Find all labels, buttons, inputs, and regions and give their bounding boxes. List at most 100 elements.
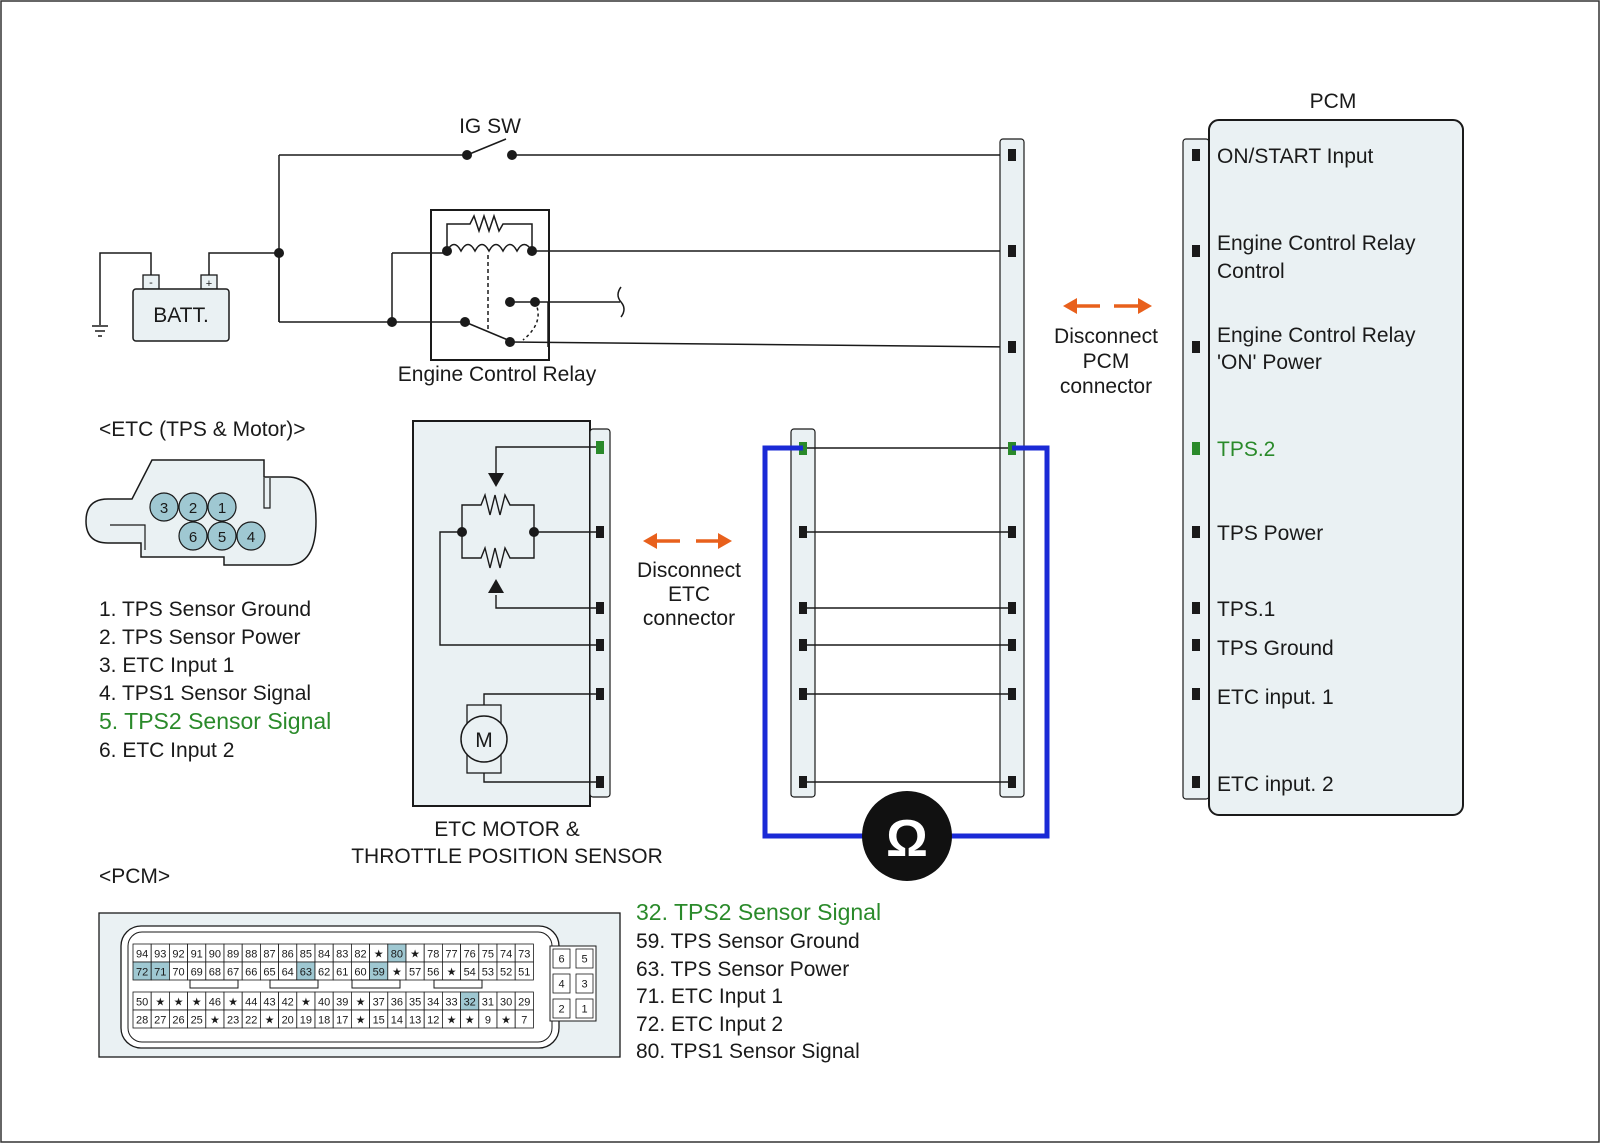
pcm-pin-number: 66 [245,967,257,979]
pcm-pin-number: 74 [500,949,512,961]
pcm-pin-number: 32 [464,997,476,1009]
pcm-pin-number: ★ [228,997,238,1009]
pcm-pin-number: 91 [191,949,203,961]
pcm-pin-number: 19 [300,1015,312,1027]
pcm-pin-number: 89 [227,949,239,961]
disconnect-pcm-callout: Disconnect PCM connector [1054,298,1158,398]
disconnect-pcm-line1: Disconnect [1054,325,1158,348]
pcm-pin-number: 51 [518,967,530,979]
pcm-pin-number: 61 [336,967,348,979]
pcm-pin-number: 28 [136,1015,148,1027]
pcm-pin-number: 65 [263,967,275,979]
pcm-pin-number: 12 [427,1015,439,1027]
pcm-pin-number: 31 [482,997,494,1009]
pcm-pin-number: 86 [282,949,294,961]
etc-cavity: 6 [189,529,197,546]
pcm-small-pin-cell [552,948,571,969]
disconnect-etc-line3: connector [643,607,735,630]
pcm-terminal-tps1: TPS.1 [1217,598,1275,621]
pcm-pin-number: 83 [336,949,348,961]
ig-switch-label: IG SW [459,115,521,138]
pcm-pin-number: 35 [409,997,421,1009]
pcm-pin-list: 32. TPS2 Sensor Signal 59. TPS Sensor Gr… [636,899,881,1063]
etc-cavity: 5 [218,529,226,546]
pcm-pin-number: 53 [482,967,494,979]
ig-switch: IG SW [459,115,521,160]
ohmmeter: Ω [862,791,952,881]
pcm-pin-number: ★ [174,997,184,1009]
pcm-pin-number: 25 [191,1015,203,1027]
pcm-terminal-tps2: TPS.2 [1217,438,1275,461]
pcm-pin-number: 9 [485,1015,491,1027]
pcm-pin-cell [514,961,534,981]
battery: - + BATT. [132,274,230,342]
etc-pin-label: 3. ETC Input 1 [99,654,234,677]
pcm-pin-number: ★ [501,1015,511,1027]
pcm-pin-label: 72. ETC Input 2 [636,1013,783,1036]
pcm-pin-number: 54 [464,967,476,979]
pcm-pin-number: 56 [427,967,439,979]
pcm-pin-number: 18 [318,1015,330,1027]
pcm-small-pin-number: 6 [558,954,564,966]
pcm-pin-label: 71. ETC Input 1 [636,985,783,1008]
pcm-pin-number: 34 [427,997,439,1009]
battery-negative: - [149,277,153,289]
pcm-pin-number: ★ [465,1015,475,1027]
pcm-pin-number: 36 [391,997,403,1009]
etc-pin-label-tps2: 5. TPS2 Sensor Signal [99,708,331,734]
pcm-small-pin-number: 1 [581,1004,587,1016]
pcm-pin-number: 92 [172,949,184,961]
pcm-pin-number: ★ [410,949,420,961]
pcm-small-pin-number: 4 [558,979,564,991]
pcm-pin-number: 14 [391,1015,403,1027]
pcm-pin-number: 69 [191,967,203,979]
pcm-pin-number: 73 [518,949,530,961]
pcm-pin-number: 20 [282,1015,294,1027]
etc-module: M ETC MOTOR & THROTTLE POSITION SENSOR [351,420,663,868]
pcm-pin-number: ★ [210,1015,220,1027]
pcm-pin-number: 68 [209,967,221,979]
etc-pin-list: 1. TPS Sensor Ground 2. TPS Sensor Power… [99,598,331,762]
pcm-terminal-on-start: ON/START Input [1217,145,1374,168]
pcm-pin-number: 50 [136,997,148,1009]
pcm-pin-number: 29 [518,997,530,1009]
pcm-pin-number: 90 [209,949,221,961]
pcm-terminal-tps-ground: TPS Ground [1217,637,1334,660]
etc-pin-label: 4. TPS1 Sensor Signal [99,682,311,705]
battery-positive: + [206,278,212,290]
pcm-pin-number: 94 [136,949,148,961]
pcm-small-pin-cell [552,973,571,994]
motor-symbol: M [475,729,493,752]
pcm-pin-number: 70 [172,967,184,979]
etc-cavity: 3 [160,500,168,517]
etc-connector-face: <ETC (TPS & Motor)> 3 2 1 6 5 4 [85,418,317,566]
pcm-pin-number: ★ [192,997,202,1009]
pcm-pin-number: 71 [154,967,166,979]
pcm-pin-label: 80. TPS1 Sensor Signal [636,1040,860,1063]
pcm-pin-number: 85 [300,949,312,961]
pcm-pin-number: 37 [373,997,385,1009]
pcm-small-pin-number: 3 [581,979,587,991]
pcm-pin-number: 42 [282,997,294,1009]
pcm-small-pin-number: 2 [558,1004,564,1016]
pcm-pin-number: 84 [318,949,330,961]
ohmmeter-leads [762,445,1050,839]
pcm-pin-number: 26 [172,1015,184,1027]
pcm-pin-number: 60 [354,967,366,979]
etc-cavity: 1 [218,500,226,517]
pcm-connector-title: <PCM> [99,865,170,888]
pcm-small-pin-cell [575,948,594,969]
battery-label: BATT. [153,304,209,327]
etc-module-label-1: ETC MOTOR & [434,818,579,841]
pcm-pin-number: ★ [447,1015,457,1027]
pcm-pin-number: ★ [374,949,384,961]
pcm-pin-number: 75 [482,949,494,961]
pcm-pin-number: 7 [521,1015,527,1027]
harness-pcm-side [999,138,1025,798]
disconnect-pcm-line2: PCM [1083,350,1130,373]
pcm-pin-number: 15 [373,1015,385,1027]
pcm-pin-number: 80 [391,949,403,961]
pcm-pin-number: 63 [300,967,312,979]
pcm-title: PCM [1310,90,1357,113]
